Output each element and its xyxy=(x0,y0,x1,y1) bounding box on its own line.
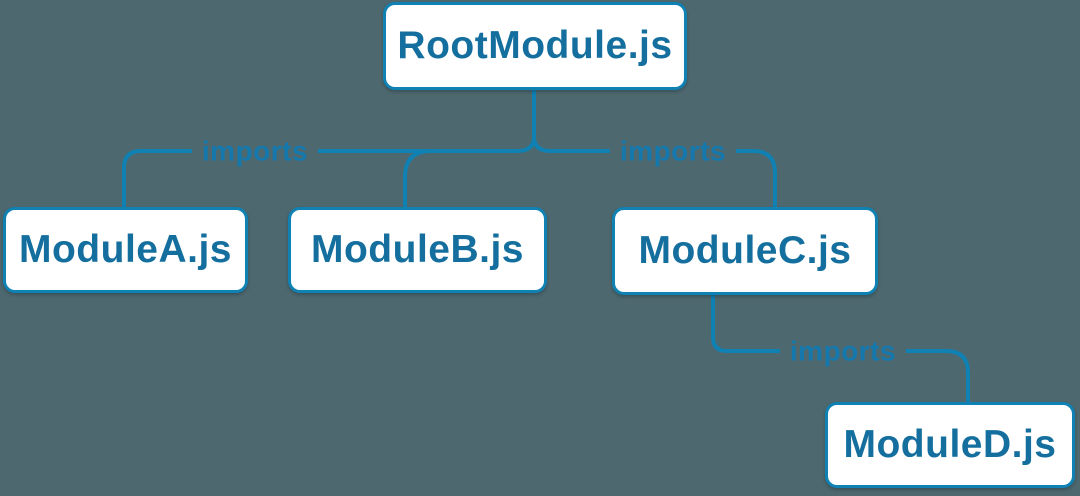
node-module-a-label: ModuleA.js xyxy=(18,228,232,271)
node-root-module-label: RootModule.js xyxy=(397,24,673,67)
edge-root-to-moduleC xyxy=(532,136,777,207)
edge-root-to-moduleA xyxy=(122,136,536,207)
node-module-b: ModuleB.js xyxy=(288,207,547,293)
edge-label-imports-moduleA: imports xyxy=(191,133,319,170)
edge-root-to-moduleB xyxy=(403,149,432,207)
edge-label-imports-moduleC: imports xyxy=(609,133,737,170)
node-module-d-label: ModuleD.js xyxy=(843,423,1057,466)
node-module-a: ModuleA.js xyxy=(3,207,248,293)
node-module-c-label: ModuleC.js xyxy=(638,229,852,272)
node-root-module: RootModule.js xyxy=(383,2,687,90)
edge-label-imports-moduleD: imports xyxy=(779,333,907,370)
node-module-c: ModuleC.js xyxy=(612,207,878,295)
node-module-d: ModuleD.js xyxy=(825,402,1075,488)
node-module-b-label: ModuleB.js xyxy=(310,228,524,271)
